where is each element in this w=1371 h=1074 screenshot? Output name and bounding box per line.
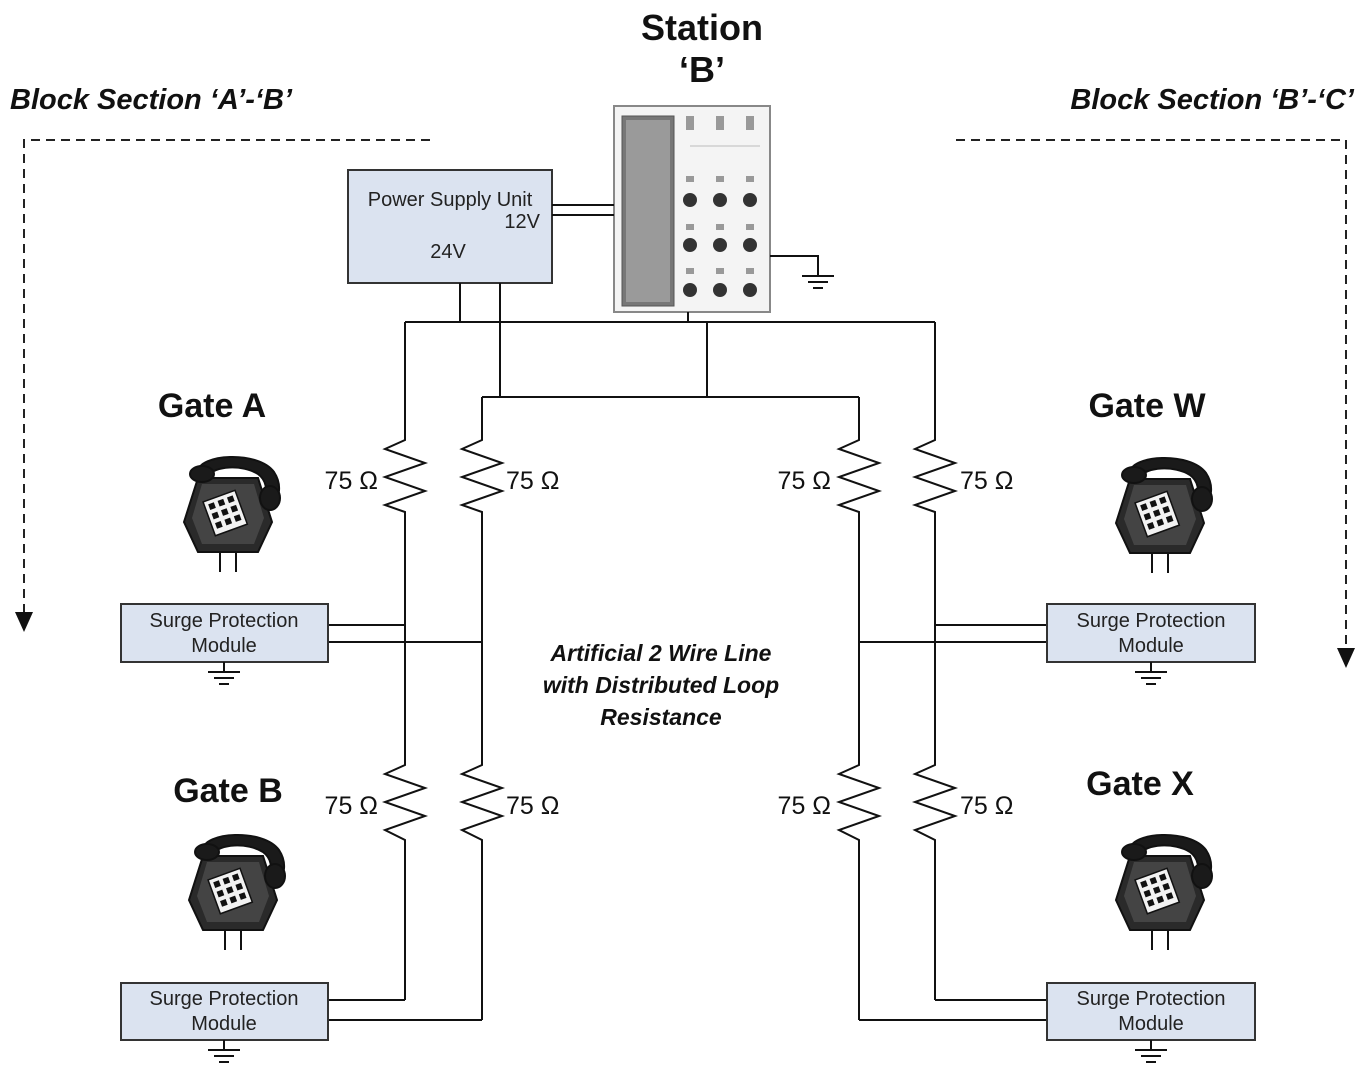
surge-protection-module-gate-w: Surge Protection Module [1046,603,1256,663]
resistor-label: 75 Ω [506,792,559,820]
ground-icon [207,661,241,685]
resistor-label: 75 Ω [325,792,378,820]
telephone-icon [188,833,286,951]
gate-a-label: Gate A [158,387,266,425]
resistor-right-inner-top [835,430,883,520]
svg-text:Module: Module [191,1013,257,1035]
svg-text:‘B’: ‘B’ [679,49,725,90]
resistor-left-outer-bottom [381,755,429,855]
svg-text:Station: Station [641,7,763,48]
resistor-label: 75 Ω [778,792,831,820]
svg-text:Surge Protection: Surge Protection [1077,988,1226,1010]
ground-icon [1134,1039,1168,1063]
gate-w-label: Gate W [1088,387,1206,425]
block-section-right-arrow [956,139,1355,668]
svg-text:Module: Module [191,635,257,657]
ground-icon [1134,661,1168,685]
resistor-label: 75 Ω [960,467,1013,495]
resistor-right-outer-top [911,430,959,520]
exchange-panel-icon [613,105,771,313]
surge-protection-module-gate-x: Surge Protection Module [1046,982,1256,1041]
svg-text:with Distributed Loop: with Distributed Loop [543,672,779,698]
center-label: Artificial 2 Wire Line with Distributed … [543,640,779,730]
resistor-label: 75 Ω [506,467,559,495]
power-supply-title: Power Supply Unit [368,189,533,211]
block-section-left-label: Block Section ‘A’-‘B’ [10,84,293,116]
resistor-label: 75 Ω [778,467,831,495]
svg-text:Surge Protection: Surge Protection [150,610,299,632]
resistor-right-inner-bottom [835,755,883,855]
gate-b-label: Gate B [173,772,283,810]
telephone-icon [183,455,281,573]
station-title: Station ‘B’ [641,7,763,90]
resistor-right-outer-bottom [911,755,959,855]
distribution-wiring [328,283,1047,1021]
surge-protection-module-gate-a: Surge Protection Module [120,603,329,663]
gate-x-label: Gate X [1086,765,1194,803]
block-section-right-label: Block Section ‘B’-‘C’ [1070,84,1355,116]
svg-text:Surge Protection: Surge Protection [150,988,299,1010]
block-section-left-arrow [15,139,430,632]
svg-text:Module: Module [1118,635,1184,657]
svg-text:Resistance: Resistance [600,704,722,730]
surge-protection-module-gate-b: Surge Protection Module [120,982,329,1041]
resistor-left-inner-bottom [458,755,506,855]
power-supply-12v: 12V [504,211,540,233]
resistor-left-inner-top [458,430,506,520]
resistor-left-outer-top [381,430,429,520]
power-supply-unit: Power Supply Unit 12V 24V [347,169,553,284]
ground-icon [207,1039,241,1063]
resistor-label: 75 Ω [960,792,1013,820]
power-supply-24v: 24V [430,241,466,263]
svg-text:Artificial 2 Wire Line: Artificial 2 Wire Line [550,640,772,666]
svg-text:Surge Protection: Surge Protection [1077,610,1226,632]
telephone-icon [1115,456,1213,574]
resistor-label: 75 Ω [325,467,378,495]
exchange-ground-icon [770,255,835,289]
svg-text:Module: Module [1118,1013,1184,1035]
telephone-icon [1115,833,1213,951]
